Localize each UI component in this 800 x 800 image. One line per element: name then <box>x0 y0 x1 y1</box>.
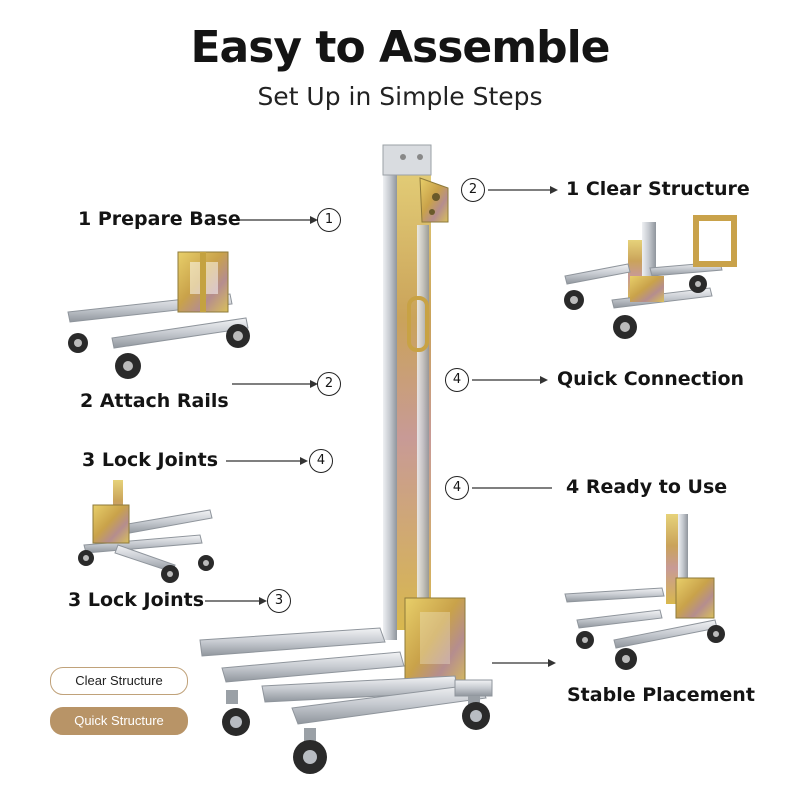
quick-structure-badge: Quick Structure <box>50 707 188 735</box>
label-ready-to-use: 4 Ready to Use <box>566 476 728 498</box>
step-marker-lock-joints-a: 4 <box>309 449 333 473</box>
label-lock-joints-b: 3 Lock Joints <box>68 589 205 611</box>
label-stable-placement: Stable Placement <box>567 684 755 706</box>
step-marker-quick-connection: 4 <box>445 368 469 392</box>
page-title: Easy to Assemble <box>190 22 610 73</box>
page-subtitle: Set Up in Simple Steps <box>257 82 543 111</box>
step-marker-attach-rails: 2 <box>317 372 341 396</box>
lock-joints-illustration <box>78 480 214 583</box>
clear-structure-illustration <box>564 215 737 339</box>
step-marker-clear-structure: 2 <box>461 178 485 202</box>
label-prepare-base: 1 Prepare Base <box>78 208 241 230</box>
step-marker-prepare-base: 1 <box>317 208 341 232</box>
label-lock-joints-a: 3 Lock Joints <box>82 449 219 471</box>
connector-arrows <box>205 186 558 667</box>
step-marker-ready-to-use: 4 <box>445 476 469 500</box>
main-stand-illustration <box>199 144 493 774</box>
ready-to-use-illustration <box>564 514 725 670</box>
clear-structure-badge: Clear Structure <box>50 667 188 695</box>
label-quick-connection: Quick Connection <box>557 368 745 390</box>
label-attach-rails: 2 Attach Rails <box>80 390 229 412</box>
step-marker-lock-joints-b: 3 <box>267 589 291 613</box>
label-clear-structure: 1 Clear Structure <box>566 178 750 200</box>
prepare-base-illustration <box>67 251 250 379</box>
